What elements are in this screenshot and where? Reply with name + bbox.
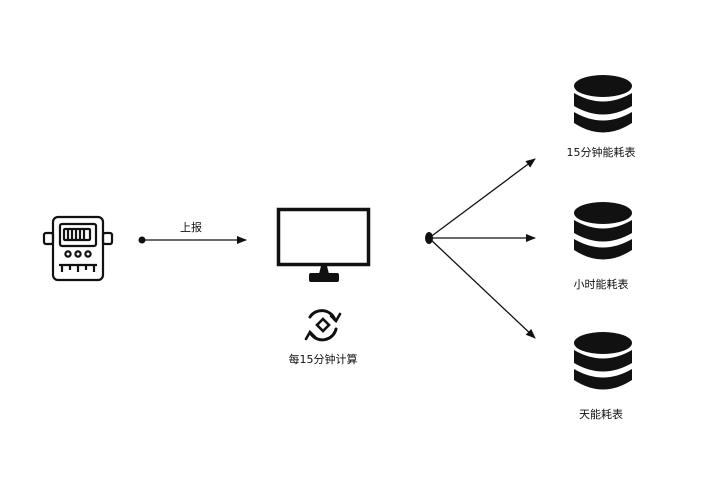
arrow-to-day-table: [428, 237, 536, 339]
arrow-to-15min-table: [428, 158, 536, 239]
table-label-hour: 小时能耗表: [573, 278, 629, 291]
report-arrow: [138, 236, 247, 244]
compute-label: 每15分钟计算: [288, 353, 358, 366]
table-label-15min: 15分钟能耗表: [566, 146, 636, 159]
sync-cycle-icon: [304, 309, 342, 342]
monitor-icon: [276, 207, 371, 282]
table-label-day: 天能耗表: [579, 408, 623, 421]
database-icon-15min: [574, 75, 632, 133]
database-icon-hour: [574, 202, 632, 260]
database-icon-day: [574, 332, 632, 390]
fan-out-arrows: [425, 158, 536, 339]
electric-meter-icon: [42, 215, 114, 282]
report-label: 上报: [180, 221, 202, 234]
